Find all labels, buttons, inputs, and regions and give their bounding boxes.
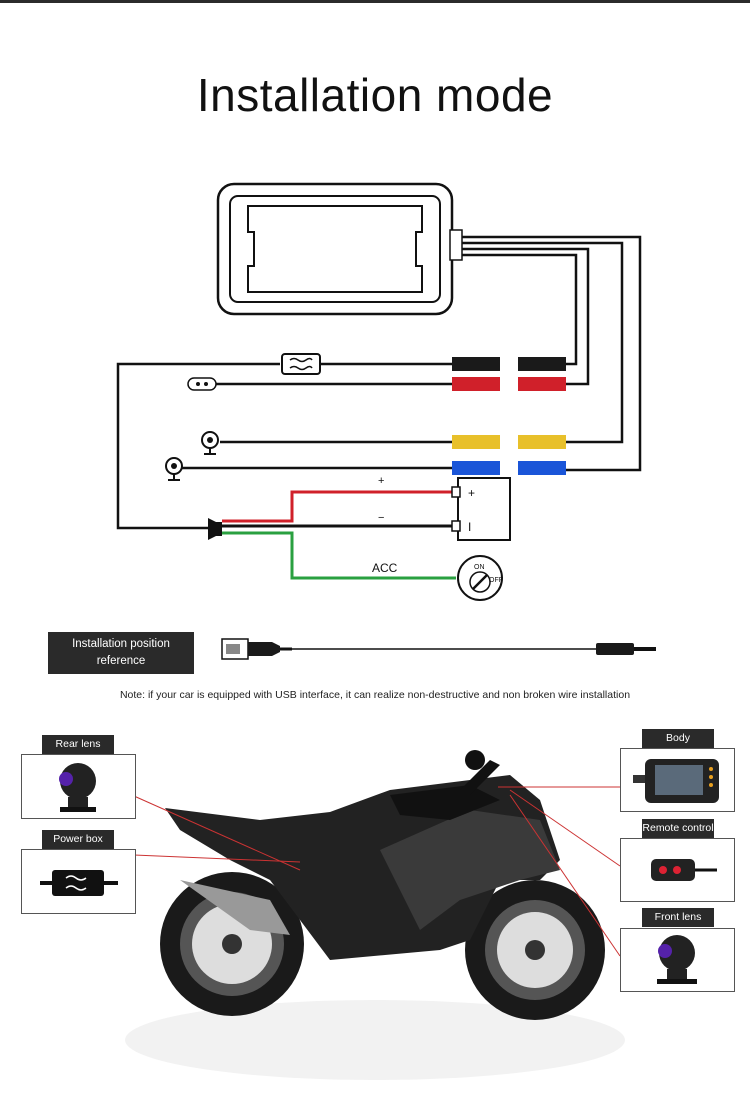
page-title: Installation mode <box>196 69 554 121</box>
body-icon <box>633 759 719 803</box>
key-switch-icon: ON OFF <box>457 555 503 601</box>
power-box-label: Power box <box>42 830 114 849</box>
reference-line1: Installation position <box>72 638 170 650</box>
front-lens-icon <box>657 935 697 984</box>
terminal-plus: + <box>468 486 475 500</box>
green-wire <box>222 531 456 580</box>
installation-note: Note: if your car is equipped with USB i… <box>119 689 631 701</box>
connector-blue-right <box>518 461 566 475</box>
rear-lens-label: Rear lens <box>42 735 114 754</box>
front-camera-icon <box>201 431 219 455</box>
rear-lens-photo <box>21 754 136 819</box>
dvr-cables <box>462 235 642 472</box>
connector-yellow-right <box>518 435 566 449</box>
terminal-minus: I <box>468 520 471 534</box>
power-box-photo <box>21 849 136 914</box>
battery-icon: + I <box>451 477 511 541</box>
top-divider <box>0 0 750 3</box>
usb-cable <box>221 638 656 660</box>
installation-reference-label: Installation position reference <box>48 632 194 674</box>
dvr-body <box>216 182 463 316</box>
reference-line2: reference <box>96 655 146 667</box>
switch-on-label: ON <box>474 564 485 571</box>
body-label: Body <box>642 729 714 748</box>
front-lens-photo <box>620 928 735 992</box>
remote-plug-icon <box>187 377 217 391</box>
battery-plug <box>208 518 222 540</box>
acc-label: ACC <box>372 561 398 575</box>
remote-control-icon <box>651 859 717 881</box>
plus-label: + <box>378 475 384 487</box>
remote-control-photo <box>620 838 735 902</box>
connector-red-right <box>518 377 566 391</box>
front-lens-label: Front lens <box>642 908 714 927</box>
remote-control-label: Remote control <box>642 819 714 838</box>
motorcycle-image <box>125 750 625 1080</box>
power-cable <box>116 362 452 530</box>
connector-blue-left <box>452 461 500 475</box>
connector-black-left <box>452 357 500 371</box>
connector-black-right <box>518 357 566 371</box>
rear-camera-icon <box>165 457 183 481</box>
red-wire <box>222 490 452 523</box>
connector-yellow-left <box>452 435 500 449</box>
minus-label: − <box>378 512 384 524</box>
power-box-photo-icon <box>40 870 118 896</box>
switch-off-label: OFF <box>489 577 503 584</box>
rear-lens-icon <box>59 763 96 812</box>
power-box-icon <box>281 353 321 375</box>
body-photo <box>620 748 735 812</box>
leader-lines <box>133 786 621 957</box>
connector-red-left <box>452 377 500 391</box>
